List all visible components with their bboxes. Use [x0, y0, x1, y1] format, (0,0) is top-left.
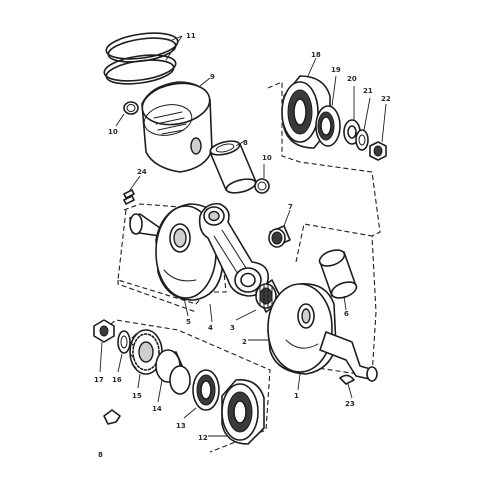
- callout-label: 18: [311, 51, 321, 59]
- callout-label: 8: [243, 139, 248, 147]
- small-key: [103, 409, 121, 425]
- callout-label: 7: [288, 203, 293, 211]
- callout-label: 20: [347, 75, 357, 83]
- callout-label: 21: [363, 87, 373, 95]
- bearing-left: [221, 379, 265, 445]
- oil-seal-left: [192, 369, 220, 411]
- callout-label: 17: [94, 376, 104, 384]
- nut-right: [369, 141, 387, 161]
- callout-label: 13: [176, 422, 186, 430]
- callout-label: 22: [381, 95, 391, 103]
- piston-rings: [103, 32, 179, 85]
- connecting-rod: [198, 202, 269, 297]
- piston: [141, 81, 213, 173]
- nut-left: [93, 319, 115, 343]
- bearing-right: [281, 75, 331, 149]
- washer: [355, 129, 369, 151]
- callout-label: 12: [198, 434, 208, 442]
- callout-label: 9: [210, 73, 215, 81]
- callout-labels: 11 9 10 8 10 18 19 20 21 22 24 7 6 5 4 3…: [94, 32, 391, 459]
- callout-label: 3: [230, 324, 235, 332]
- callout-label: 11: [186, 32, 196, 40]
- small-end-bearing: [268, 225, 291, 248]
- callout-label: 15: [132, 392, 142, 400]
- piston-pin-clip-right: [254, 178, 270, 194]
- piston-pin: [209, 140, 257, 194]
- spacer-left: [155, 349, 191, 395]
- callout-label: 14: [152, 405, 162, 413]
- page-marker: 8: [98, 451, 103, 459]
- callout-label: 10: [262, 154, 272, 162]
- crank-pin: [318, 249, 358, 299]
- crank-wheel-right: [267, 283, 378, 382]
- oil-seal: [315, 105, 341, 147]
- callout-label: 23: [345, 400, 355, 408]
- callout-label: 10: [108, 128, 118, 136]
- washer-left: [117, 330, 131, 354]
- callout-label: 5: [186, 318, 191, 326]
- callout-label: 1: [294, 392, 299, 400]
- callout-label: 4: [208, 324, 213, 332]
- callout-label: 2: [242, 338, 247, 346]
- callout-label: 16: [112, 376, 122, 384]
- pin: [123, 189, 135, 205]
- woodruff-key: [339, 374, 355, 385]
- callout-label: 19: [331, 66, 341, 74]
- callout-label: 6: [344, 310, 349, 318]
- piston-pin-clip-left: [123, 101, 139, 115]
- callout-label: 24: [137, 168, 147, 176]
